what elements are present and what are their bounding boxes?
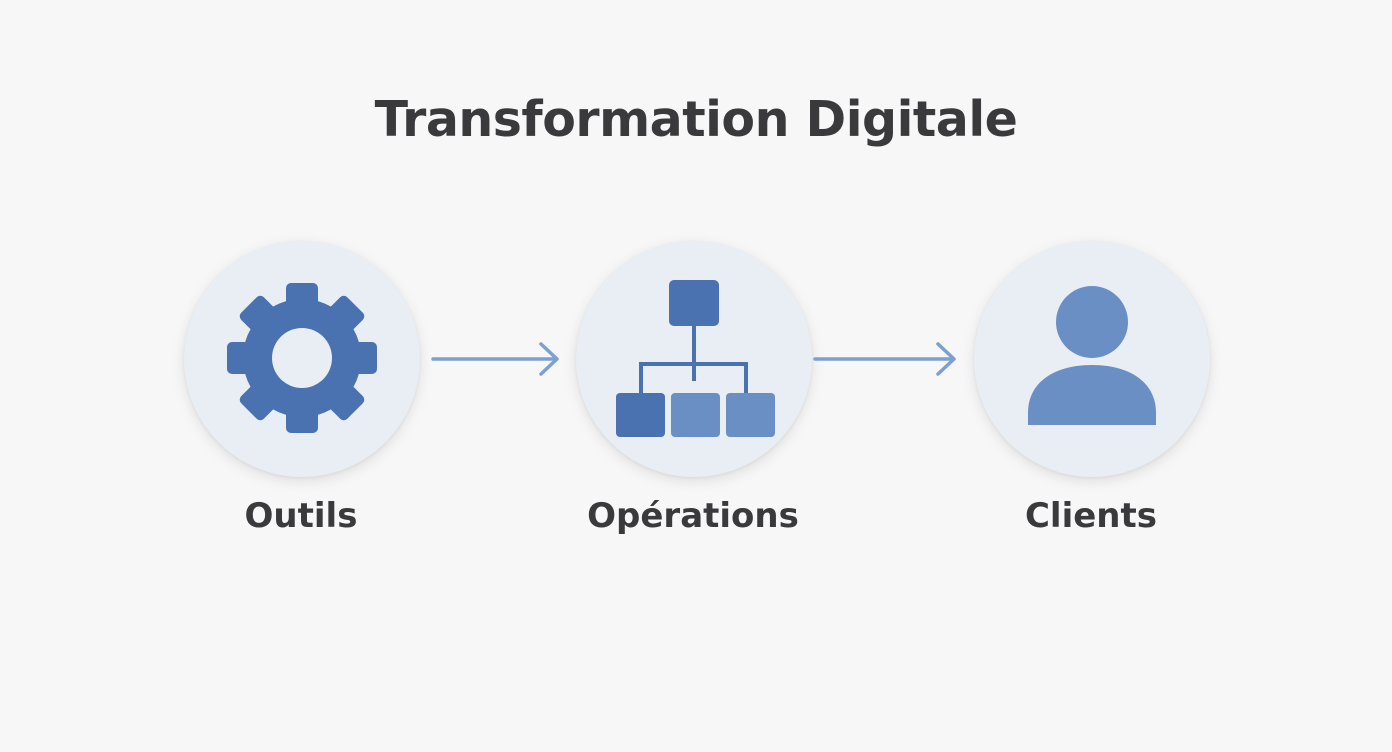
user-icon [1028, 286, 1156, 425]
gear-icon [227, 283, 377, 433]
org-chart-icon [616, 280, 775, 437]
arrow-outils-to-operations [431, 342, 559, 376]
node-label-clients: Clients [1024, 496, 1157, 536]
node-label-operations: Opérations [587, 496, 799, 536]
node-label-outils: Outils [244, 496, 358, 536]
node-operations [576, 241, 812, 477]
node-outils [184, 241, 420, 477]
diagram-title: Transformation Digitale [374, 91, 1018, 148]
node-clients [974, 241, 1210, 477]
arrow-operations-to-clients [813, 342, 956, 376]
